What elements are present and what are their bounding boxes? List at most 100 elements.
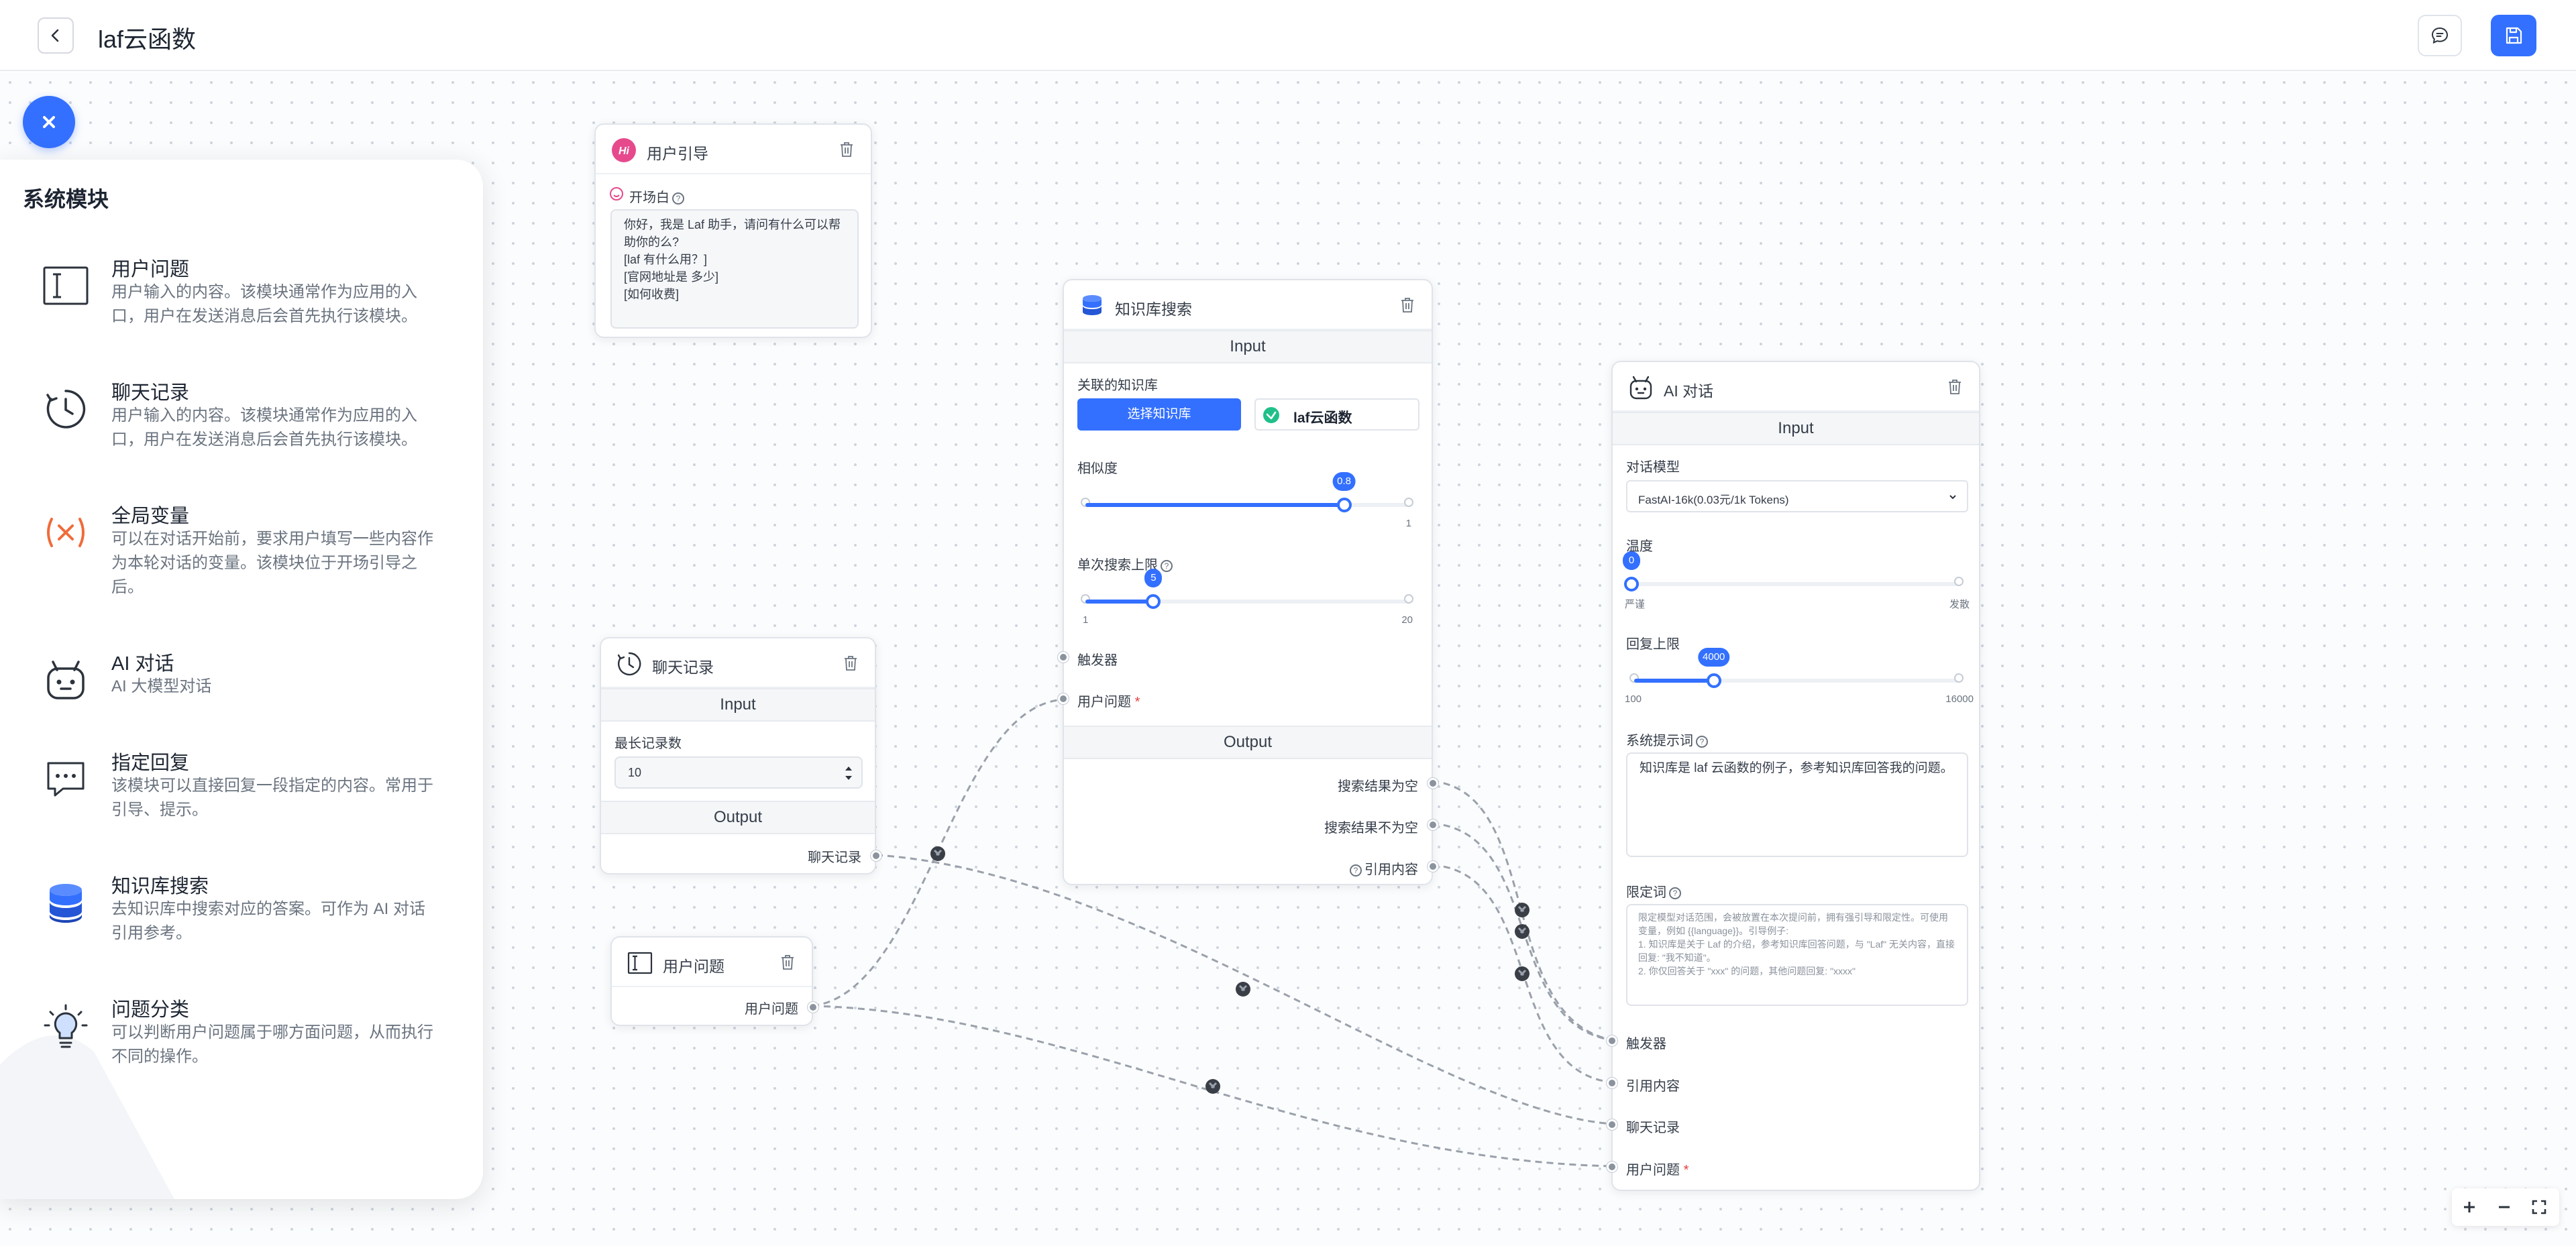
fullscreen-icon	[2532, 1200, 2546, 1214]
slider-thumb[interactable]	[1336, 498, 1352, 512]
system-prompt-label: 系统提示词?	[1626, 730, 1708, 749]
input-question-handle[interactable]	[1607, 1162, 1617, 1172]
module-ai-chat[interactable]: AI 对话 AI 大模型对话	[40, 648, 443, 755]
stepper-icon[interactable]	[844, 763, 853, 783]
module-name: 指定回复	[111, 752, 190, 774]
slider-max-label: 16000	[1945, 693, 1974, 705]
help-icon: ?	[1161, 559, 1173, 572]
hi-badge-icon: Hi	[610, 137, 637, 164]
node-ai-chat[interactable]: AI 对话 Input 对话模型 FastAI-16k(0.03元/1k Tok…	[1607, 361, 1980, 1191]
out-quote-text: 引用内容	[1364, 862, 1418, 877]
quote-label: 引用内容	[1626, 1079, 1680, 1094]
module-user-question[interactable]: 用户问题 用户输入的内容。该模块通常作为应用的入口，用户在发送消息后会首先执行该…	[40, 253, 443, 361]
slider-max-label: 20	[1401, 614, 1413, 626]
system-prompt-textarea[interactable]: 知识库是 laf 云函数的例子，参考知识库回答我的问题。	[1626, 752, 1968, 857]
trash-icon[interactable]	[780, 954, 796, 971]
similarity-slider[interactable]: 0.8 1	[1081, 472, 1413, 529]
node-user-question[interactable]: 用户问题 用户问题	[610, 936, 818, 1026]
zoom-in-button[interactable]	[2452, 1188, 2487, 1226]
slider-thumb[interactable]	[1706, 673, 1721, 688]
help-icon: ?	[672, 192, 684, 205]
edge-delete-icon[interactable]	[1515, 924, 1529, 939]
limit-slider[interactable]: 5 1 20	[1081, 569, 1413, 626]
input-question-handle[interactable]	[1058, 693, 1069, 704]
slider-value-bubble: 5	[1144, 569, 1163, 587]
select-kb-button[interactable]: 选择知识库	[1077, 398, 1241, 431]
slider-fill	[1634, 679, 1714, 683]
node-header[interactable]: Hi 用户引导	[596, 125, 871, 174]
kb-tag[interactable]: laf云函数	[1254, 398, 1419, 431]
output-question-label: 用户问题	[745, 1002, 798, 1017]
slider-min-label: 严谨	[1625, 599, 1646, 610]
close-panel-button[interactable]	[23, 96, 75, 148]
output-not-empty-handle[interactable]	[1428, 819, 1438, 830]
slider-max-label: 1	[1405, 518, 1411, 529]
temperature-slider[interactable]: 0 严谨 发散	[1623, 551, 1970, 610]
text-cursor-icon	[627, 950, 653, 976]
slider-min-label: 100	[1625, 693, 1642, 705]
module-kb-search[interactable]: 知识库搜索 去知识库中搜索对应的答案。可作为 AI 对话引用参考。	[40, 870, 443, 978]
output-handle[interactable]	[871, 850, 881, 861]
history-clock-icon	[616, 650, 643, 677]
save-button[interactable]	[2491, 15, 2536, 56]
edge-delete-icon[interactable]	[1236, 982, 1250, 997]
node-header[interactable]: 知识库搜索	[1064, 280, 1432, 330]
node-header[interactable]: 用户问题	[612, 938, 812, 987]
out-not-empty-label: 搜索结果不为空	[1324, 821, 1418, 836]
node-kb-search[interactable]: 知识库搜索 Input 关联的知识库 选择知识库 laf云函数 相似度 0.8 …	[1058, 279, 1438, 885]
smile-icon	[610, 187, 623, 201]
trash-icon[interactable]	[1399, 296, 1415, 314]
max-tokens-slider[interactable]: 4000 100 16000	[1625, 648, 1974, 705]
edge-delete-icon[interactable]	[930, 846, 945, 861]
output-empty-handle[interactable]	[1428, 778, 1438, 789]
module-desc: 去知识库中搜索对应的答案。可作为 AI 对话引用参考。	[111, 900, 426, 942]
slider-thumb[interactable]	[1146, 594, 1161, 609]
module-desc: 可以判断用户问题属于哪方面问题，从而执行不同的操作。	[111, 1023, 433, 1066]
max-records-label: 最长记录数	[614, 736, 682, 751]
trash-icon[interactable]	[839, 141, 855, 158]
opening-label-text: 开场白	[629, 190, 669, 205]
edge-delete-icon[interactable]	[1515, 966, 1529, 981]
edge-delete-icon[interactable]	[1515, 903, 1529, 917]
module-fixed-reply[interactable]: 指定回复 该模块可以直接回复一段指定的内容。常用于引导、提示。	[40, 747, 443, 854]
slider-thumb[interactable]	[1624, 577, 1639, 591]
limit-words-textarea[interactable]: 限定模型对话范围，会被放置在本次提问前，拥有强引导和限定性。可使用变量，例如 {…	[1626, 904, 1968, 1006]
back-button[interactable]	[38, 17, 74, 54]
output-quote-handle[interactable]	[1428, 861, 1438, 872]
variable-icon	[40, 507, 91, 558]
fit-view-button[interactable]	[2522, 1188, 2557, 1226]
node-header[interactable]: AI 对话	[1613, 362, 1979, 412]
zoom-controls	[2452, 1188, 2559, 1226]
close-icon	[43, 116, 55, 128]
input-trigger-handle[interactable]	[1058, 652, 1069, 663]
node-header[interactable]: 聊天记录	[601, 638, 875, 688]
history-label: 聊天记录	[1626, 1121, 1680, 1135]
module-question-classify[interactable]: 问题分类 可以判断用户问题属于哪方面问题，从而执行不同的操作。	[40, 994, 443, 1101]
module-chat-history[interactable]: 聊天记录 用户输入的内容。该模块通常作为应用的入口，用户在发送消息后会首先执行该…	[40, 377, 443, 484]
zoom-out-button[interactable]	[2487, 1188, 2522, 1226]
max-records-value: 10	[628, 766, 642, 779]
model-label: 对话模型	[1626, 460, 1680, 475]
node-user-guide[interactable]: Hi 用户引导 开场白? 你好，我是 Laf 助手，请问有什么可以帮助你的么? …	[594, 123, 872, 338]
app-title: laf云函数	[98, 25, 197, 53]
input-quote-handle[interactable]	[1607, 1078, 1617, 1088]
edge-delete-icon[interactable]	[1205, 1079, 1220, 1094]
limit-label: 单次搜索上限?	[1077, 554, 1173, 573]
chat-test-button[interactable]	[2418, 15, 2462, 56]
output-handle[interactable]	[808, 1002, 818, 1013]
max-records-input[interactable]: 10	[614, 756, 863, 789]
node-title: 聊天记录	[652, 659, 714, 676]
question-label: 用户问题 *	[1626, 1159, 1688, 1178]
text-cursor-icon	[40, 260, 91, 311]
input-trigger-handle[interactable]	[1607, 1035, 1617, 1046]
opening-textarea[interactable]: 你好，我是 Laf 助手，请问有什么可以帮助你的么? [laf 有什么用？] […	[610, 209, 859, 329]
kb-name: laf云函数	[1293, 410, 1352, 426]
model-select[interactable]: FastAI-16k(0.03元/1k Tokens)	[1626, 480, 1968, 512]
node-chat-history[interactable]: 聊天记录 Input 最长记录数 10 Output 聊天记录	[600, 637, 881, 874]
module-global-variable[interactable]: 全局变量 可以在对话开始前，要求用户填写一些内容作为本轮对话的变量。该模块位于开…	[40, 500, 443, 608]
similarity-label: 相似度	[1077, 461, 1118, 476]
output-history-label: 聊天记录	[808, 850, 861, 865]
trash-icon[interactable]	[1947, 378, 1963, 396]
input-history-handle[interactable]	[1607, 1119, 1617, 1130]
trash-icon[interactable]	[843, 655, 859, 672]
